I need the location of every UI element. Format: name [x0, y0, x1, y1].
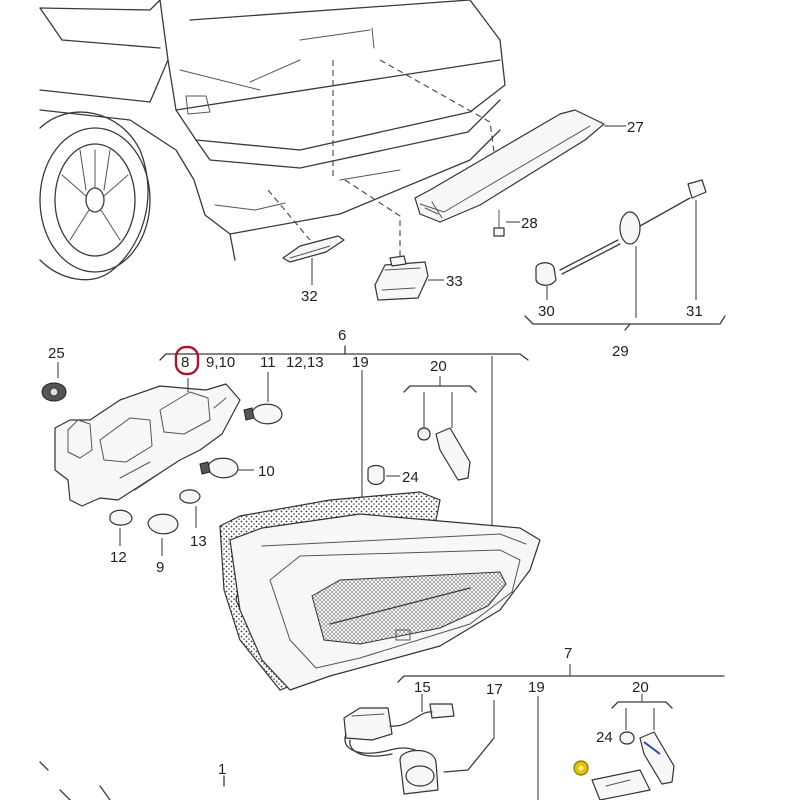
- label-11: 11: [260, 354, 276, 371]
- label-20-upper: 20: [430, 358, 447, 375]
- part-32-reflector: [282, 235, 345, 285]
- label-24-lower: 24: [596, 729, 613, 746]
- label-19-upper: 19: [352, 354, 369, 371]
- part-24-fastener-lower: [573, 760, 651, 800]
- part-28-screw: [493, 209, 520, 237]
- car-rear-body: [39, 0, 506, 281]
- bulb-9: [147, 513, 179, 556]
- label-17: 17: [486, 681, 503, 698]
- label-15: 15: [414, 679, 431, 696]
- part-17-socket: [399, 700, 495, 795]
- label-33: 33: [446, 273, 463, 290]
- label-12: 12: [110, 549, 127, 566]
- tail-lamp-housing: [229, 513, 541, 691]
- part-20-clip-upper: [403, 376, 477, 481]
- part-29-cable-assembly: [524, 179, 726, 331]
- label-1: 1: [218, 761, 226, 778]
- label-8: 8: [181, 354, 189, 371]
- bulb-10: [199, 457, 254, 479]
- label-24-upper: 24: [402, 469, 419, 486]
- label-31: 31: [686, 303, 703, 320]
- label-13: 13: [190, 533, 207, 550]
- part-20-clip-lower: [611, 694, 675, 785]
- rear-wheel: [39, 111, 151, 281]
- part-25-nut: [41, 362, 67, 402]
- callout-labels: 27 28 32 33 30 31 29 6 25 8 9,10 11 12,1…: [48, 119, 703, 778]
- label-6: 6: [338, 327, 346, 344]
- label-32: 32: [301, 288, 318, 305]
- label-28: 28: [521, 215, 538, 232]
- label-12-13: 12,13: [286, 354, 324, 371]
- part-6-group-bracket: [159, 345, 529, 361]
- part-1-group-bracket: [39, 761, 225, 800]
- highlight-ring-8: [174, 345, 200, 376]
- bulb-11: [243, 372, 283, 425]
- label-30: 30: [538, 303, 555, 320]
- label-20-lower: 20: [632, 679, 649, 696]
- part-24-fastener-upper: [367, 464, 400, 486]
- label-7: 7: [564, 645, 572, 662]
- label-10: 10: [258, 463, 275, 480]
- label-29: 29: [612, 343, 629, 360]
- part-7-group-bracket: [397, 664, 725, 683]
- label-9: 9: [156, 559, 164, 576]
- label-9-10: 9,10: [206, 354, 235, 371]
- install-lines: [267, 59, 496, 256]
- part-15-wiring-harness: [343, 694, 455, 773]
- part-27-bumper-strip: [414, 109, 626, 223]
- label-25: 25: [48, 345, 65, 362]
- label-27: 27: [627, 119, 644, 136]
- bulb-12: [109, 509, 133, 546]
- label-19-lower: 19: [528, 679, 545, 696]
- part-8-bulb-holder: [54, 378, 241, 507]
- bulb-13: [179, 489, 201, 528]
- part-33-license-lamp: [374, 255, 444, 301]
